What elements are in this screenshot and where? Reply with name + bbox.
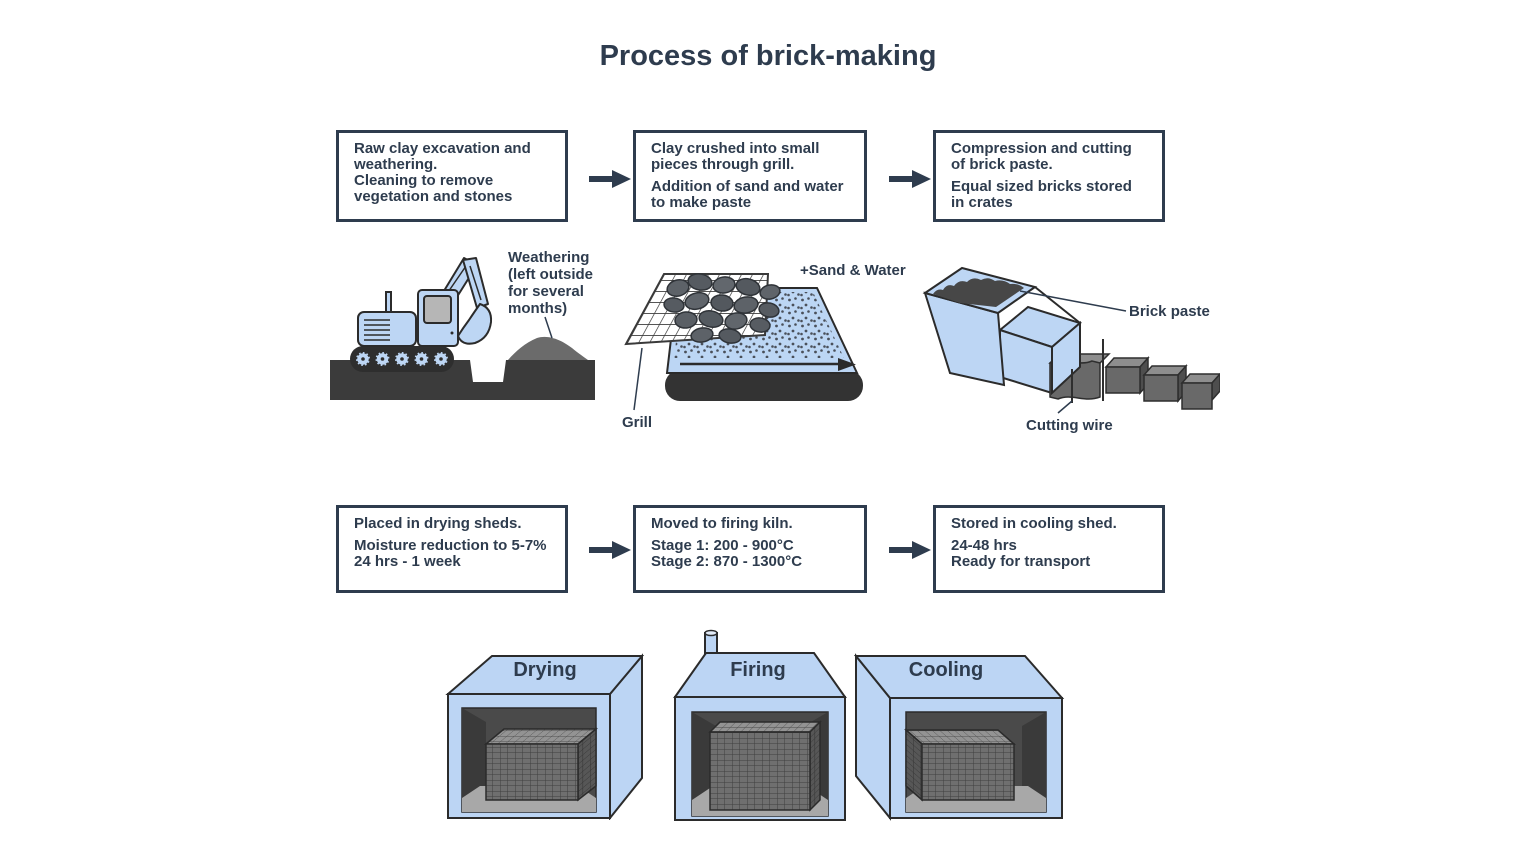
engine-vents bbox=[364, 319, 390, 341]
process-box-crushing: Clay crushed into small pieces through g… bbox=[633, 130, 867, 222]
cab-window bbox=[423, 295, 452, 324]
flow-arrow-3-icon bbox=[589, 541, 631, 559]
conveyor-roller bbox=[665, 370, 863, 401]
process-box-crushing-text-2: Addition of sand and water to make paste bbox=[651, 178, 844, 211]
process-box-cooling-text-2: 24-48 hrs Ready for transport bbox=[951, 537, 1091, 570]
clay-lumps bbox=[663, 273, 781, 344]
drying-shed-label: Drying bbox=[513, 659, 577, 681]
drying-shed-illustration bbox=[445, 653, 645, 820]
brick-paste bbox=[933, 278, 1024, 307]
brick-paste-pointer-line bbox=[1019, 290, 1127, 312]
process-box-crushing-text-1: Clay crushed into small pieces through g… bbox=[651, 140, 820, 173]
process-box-excavation-text-1: Raw clay excavation and weathering. bbox=[354, 140, 531, 173]
firing-kiln-label: Firing bbox=[730, 659, 786, 681]
process-box-excavation-text-2: Cleaning to remove vegetation and stones bbox=[354, 172, 513, 205]
excavator-exhaust bbox=[385, 291, 392, 313]
brick-stack bbox=[708, 720, 822, 812]
weathering-pointer-line bbox=[544, 316, 553, 339]
extruder-illustration bbox=[922, 266, 1220, 414]
process-box-compression: Compression and cutting of brick paste. … bbox=[933, 130, 1165, 222]
grill-pointer-line bbox=[633, 347, 643, 411]
process-box-cooling-text-1: Stored in cooling shed. bbox=[951, 515, 1117, 532]
excavator-illustration bbox=[330, 257, 595, 400]
flow-arrow-2-icon bbox=[889, 170, 931, 188]
page-title: Process of brick-making bbox=[599, 40, 937, 72]
excavator-engine bbox=[357, 311, 417, 347]
label-grill: Grill bbox=[622, 414, 653, 431]
grill-illustration bbox=[624, 273, 863, 411]
process-box-cooling: Stored in cooling shed. 24-48 hrs Ready … bbox=[933, 505, 1165, 593]
label-brick-paste: Brick paste bbox=[1129, 303, 1210, 320]
process-box-firing-text-1: Moved to firing kiln. bbox=[651, 515, 793, 532]
flow-arrow-4-icon bbox=[889, 541, 931, 559]
label-cutting-wire: Cutting wire bbox=[1026, 417, 1113, 434]
process-box-drying: Placed in drying sheds. Moisture reducti… bbox=[336, 505, 568, 593]
process-box-drying-text-2: Moisture reduction to 5-7% 24 hrs - 1 we… bbox=[354, 537, 547, 570]
process-box-firing-text-2: Stage 1: 200 - 900°C Stage 2: 870 - 1300… bbox=[651, 537, 803, 570]
label-sand-water: +Sand & Water bbox=[800, 262, 906, 279]
process-box-excavation: Raw clay excavation and weathering. Clea… bbox=[336, 130, 568, 222]
clay-mound bbox=[508, 336, 588, 360]
cooling-shed-illustration bbox=[853, 653, 1065, 821]
excavator bbox=[350, 257, 493, 372]
flow-arrow-1-icon bbox=[589, 170, 631, 188]
track-wheels bbox=[354, 350, 450, 368]
brick-stack bbox=[483, 727, 599, 802]
process-box-compression-text-2: Equal sized bricks stored in crates bbox=[951, 178, 1132, 211]
label-weathering: Weathering (left outside for several mon… bbox=[508, 249, 593, 317]
cooling-shed-label: Cooling bbox=[908, 659, 984, 681]
brick-stack bbox=[904, 728, 1016, 802]
process-box-firing: Moved to firing kiln. Stage 1: 200 - 900… bbox=[633, 505, 867, 593]
cutting-wire-pointer-line bbox=[1057, 400, 1073, 414]
extruder-machine bbox=[922, 266, 1220, 410]
excavator-bucket bbox=[456, 302, 493, 345]
firing-kiln-illustration bbox=[673, 629, 847, 821]
process-box-drying-text-1: Placed in drying sheds. bbox=[354, 515, 522, 532]
process-box-compression-text-1: Compression and cutting of brick paste. bbox=[951, 140, 1132, 173]
cut-bricks bbox=[1104, 356, 1220, 410]
